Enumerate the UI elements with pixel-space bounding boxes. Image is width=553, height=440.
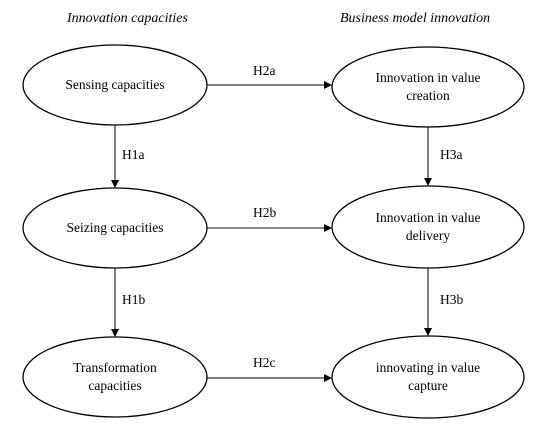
h3b-arrow-head [424, 328, 432, 336]
h1a-arrow-head [111, 180, 119, 188]
h1b-label: H1b [122, 292, 146, 307]
h1a-label: H1a [122, 147, 145, 162]
seizing-capacities-node: Seizing capacities [66, 220, 164, 235]
h2a-label: H2a [253, 63, 276, 78]
h1b-arrow-head [111, 329, 119, 337]
h2c-arrow-head [324, 374, 332, 382]
h3a-arrow-head [424, 178, 432, 186]
h3b-label: H3b [440, 292, 464, 307]
h2b-label: H2b [253, 205, 277, 220]
value-delivery-node: Innovation in value delivery [375, 210, 481, 243]
h2c-label: H2c [253, 355, 276, 370]
h3a-label: H3a [440, 147, 463, 162]
value-creation-node: Innovation in value creation [375, 70, 481, 103]
value-capture-node: innovating in value capture [375, 360, 481, 393]
left-column-heading: Innovation capacities [67, 11, 188, 26]
h2a-arrow-head [324, 81, 332, 89]
transformation-capacities-node: Transformation capacities [73, 360, 157, 393]
h2b-arrow-head [324, 224, 332, 232]
right-column-heading: Business model innovation [340, 11, 491, 26]
sensing-capacities-node: Sensing capacities [65, 77, 165, 92]
